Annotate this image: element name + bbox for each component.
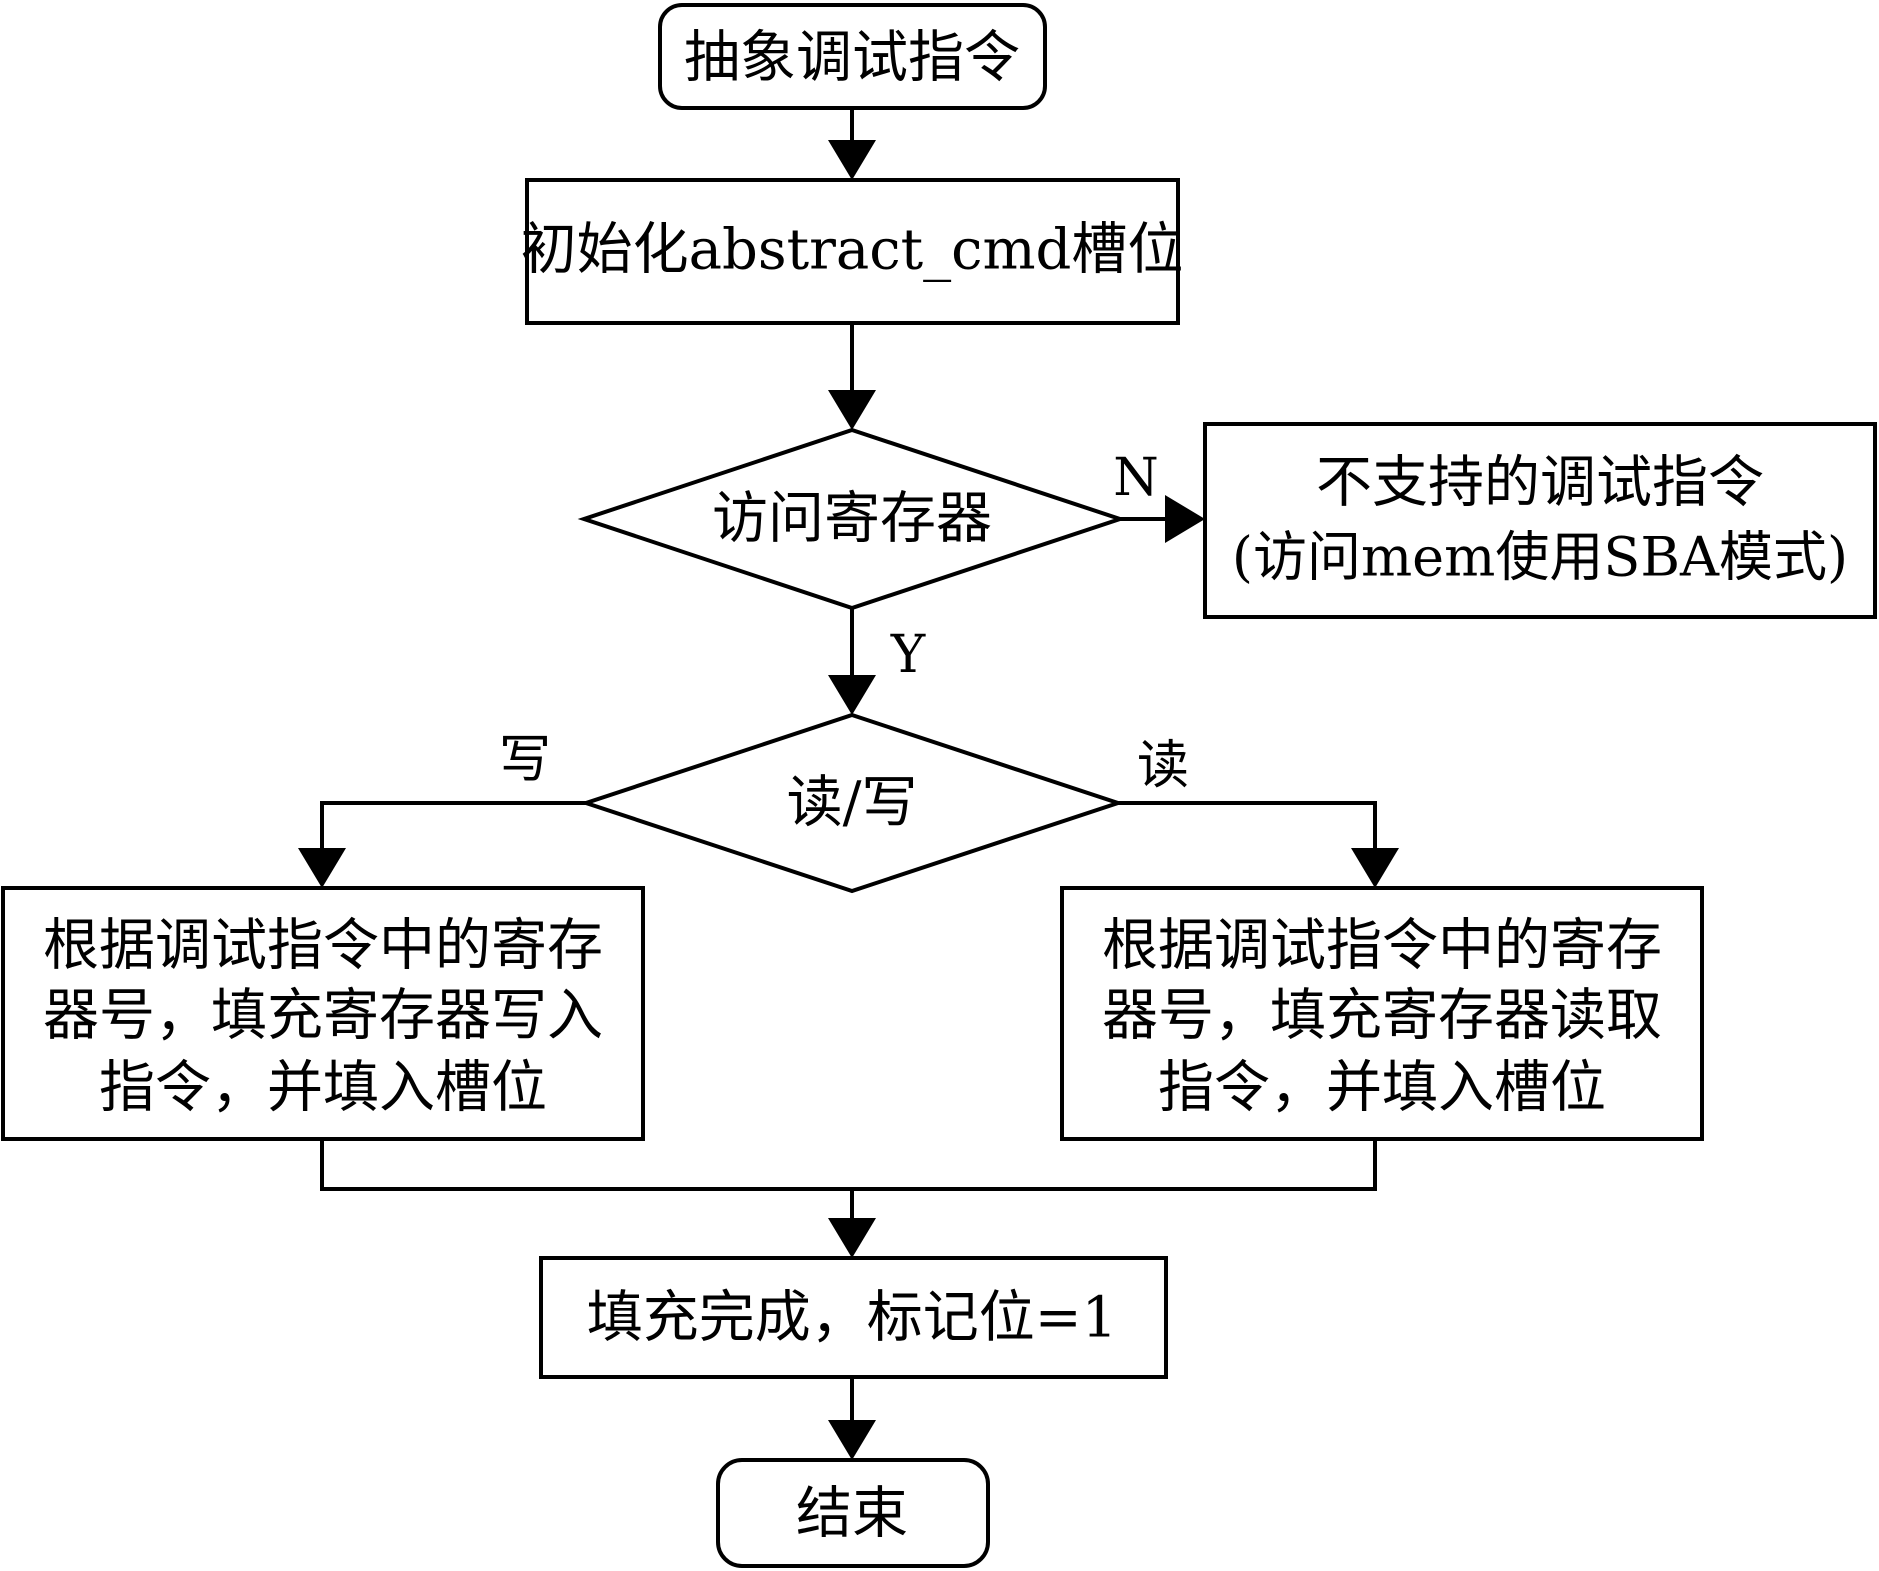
read-node-line2: 器号，填充寄存器读取 [1102, 984, 1662, 1049]
unsupported-node [1203, 422, 1877, 619]
arrowhead-decision-unsupported [1165, 495, 1205, 543]
done-node-label: 填充完成，标记位=1 [587, 1286, 1118, 1351]
edge-label-read: 读 [1137, 736, 1189, 796]
edge-rw-read [1118, 801, 1377, 868]
arrowhead-rw-write [298, 848, 346, 888]
arrowhead-decision-rw [828, 675, 876, 715]
read-node-line1: 根据调试指令中的寄存 [1102, 914, 1662, 979]
arrowhead-init-decision [828, 390, 876, 430]
done-node [539, 1256, 1168, 1379]
edge-label-yes: Y [890, 625, 926, 685]
arrowhead-rw-read [1351, 848, 1399, 888]
init-node [525, 178, 1180, 325]
edge-label-no: N [1113, 448, 1159, 508]
arrowhead-start-init [828, 140, 876, 180]
arrowhead-done-end [828, 1420, 876, 1460]
start-node-label: 抽象调试指令 [684, 26, 1020, 91]
decision-rw-label: 读/写 [787, 771, 918, 836]
unsupported-line1: 不支持的调试指令 [1316, 451, 1764, 516]
end-node-label: 结束 [796, 1482, 908, 1547]
init-node-label: 初始化abstract_cmd槽位 [521, 218, 1184, 283]
decision-rw-node [579, 712, 1125, 894]
decision-register-label: 访问寄存器 [712, 487, 992, 552]
read-node [1060, 886, 1704, 1141]
write-node-line3: 指令，并填入槽位 [99, 1056, 547, 1121]
unsupported-line2: (访问mem使用SBA模式) [1232, 526, 1848, 589]
edge-rw-write [320, 801, 586, 868]
write-node [1, 886, 645, 1141]
edge-merge [320, 1139, 1377, 1191]
write-node-line1: 根据调试指令中的寄存 [43, 914, 603, 979]
arrowhead-merge-done [828, 1218, 876, 1258]
edge-label-write: 写 [499, 730, 551, 790]
end-node [716, 1458, 990, 1568]
read-node-line3: 指令，并填入槽位 [1158, 1056, 1606, 1121]
write-node-line2: 器号，填充寄存器写入 [43, 984, 603, 1049]
